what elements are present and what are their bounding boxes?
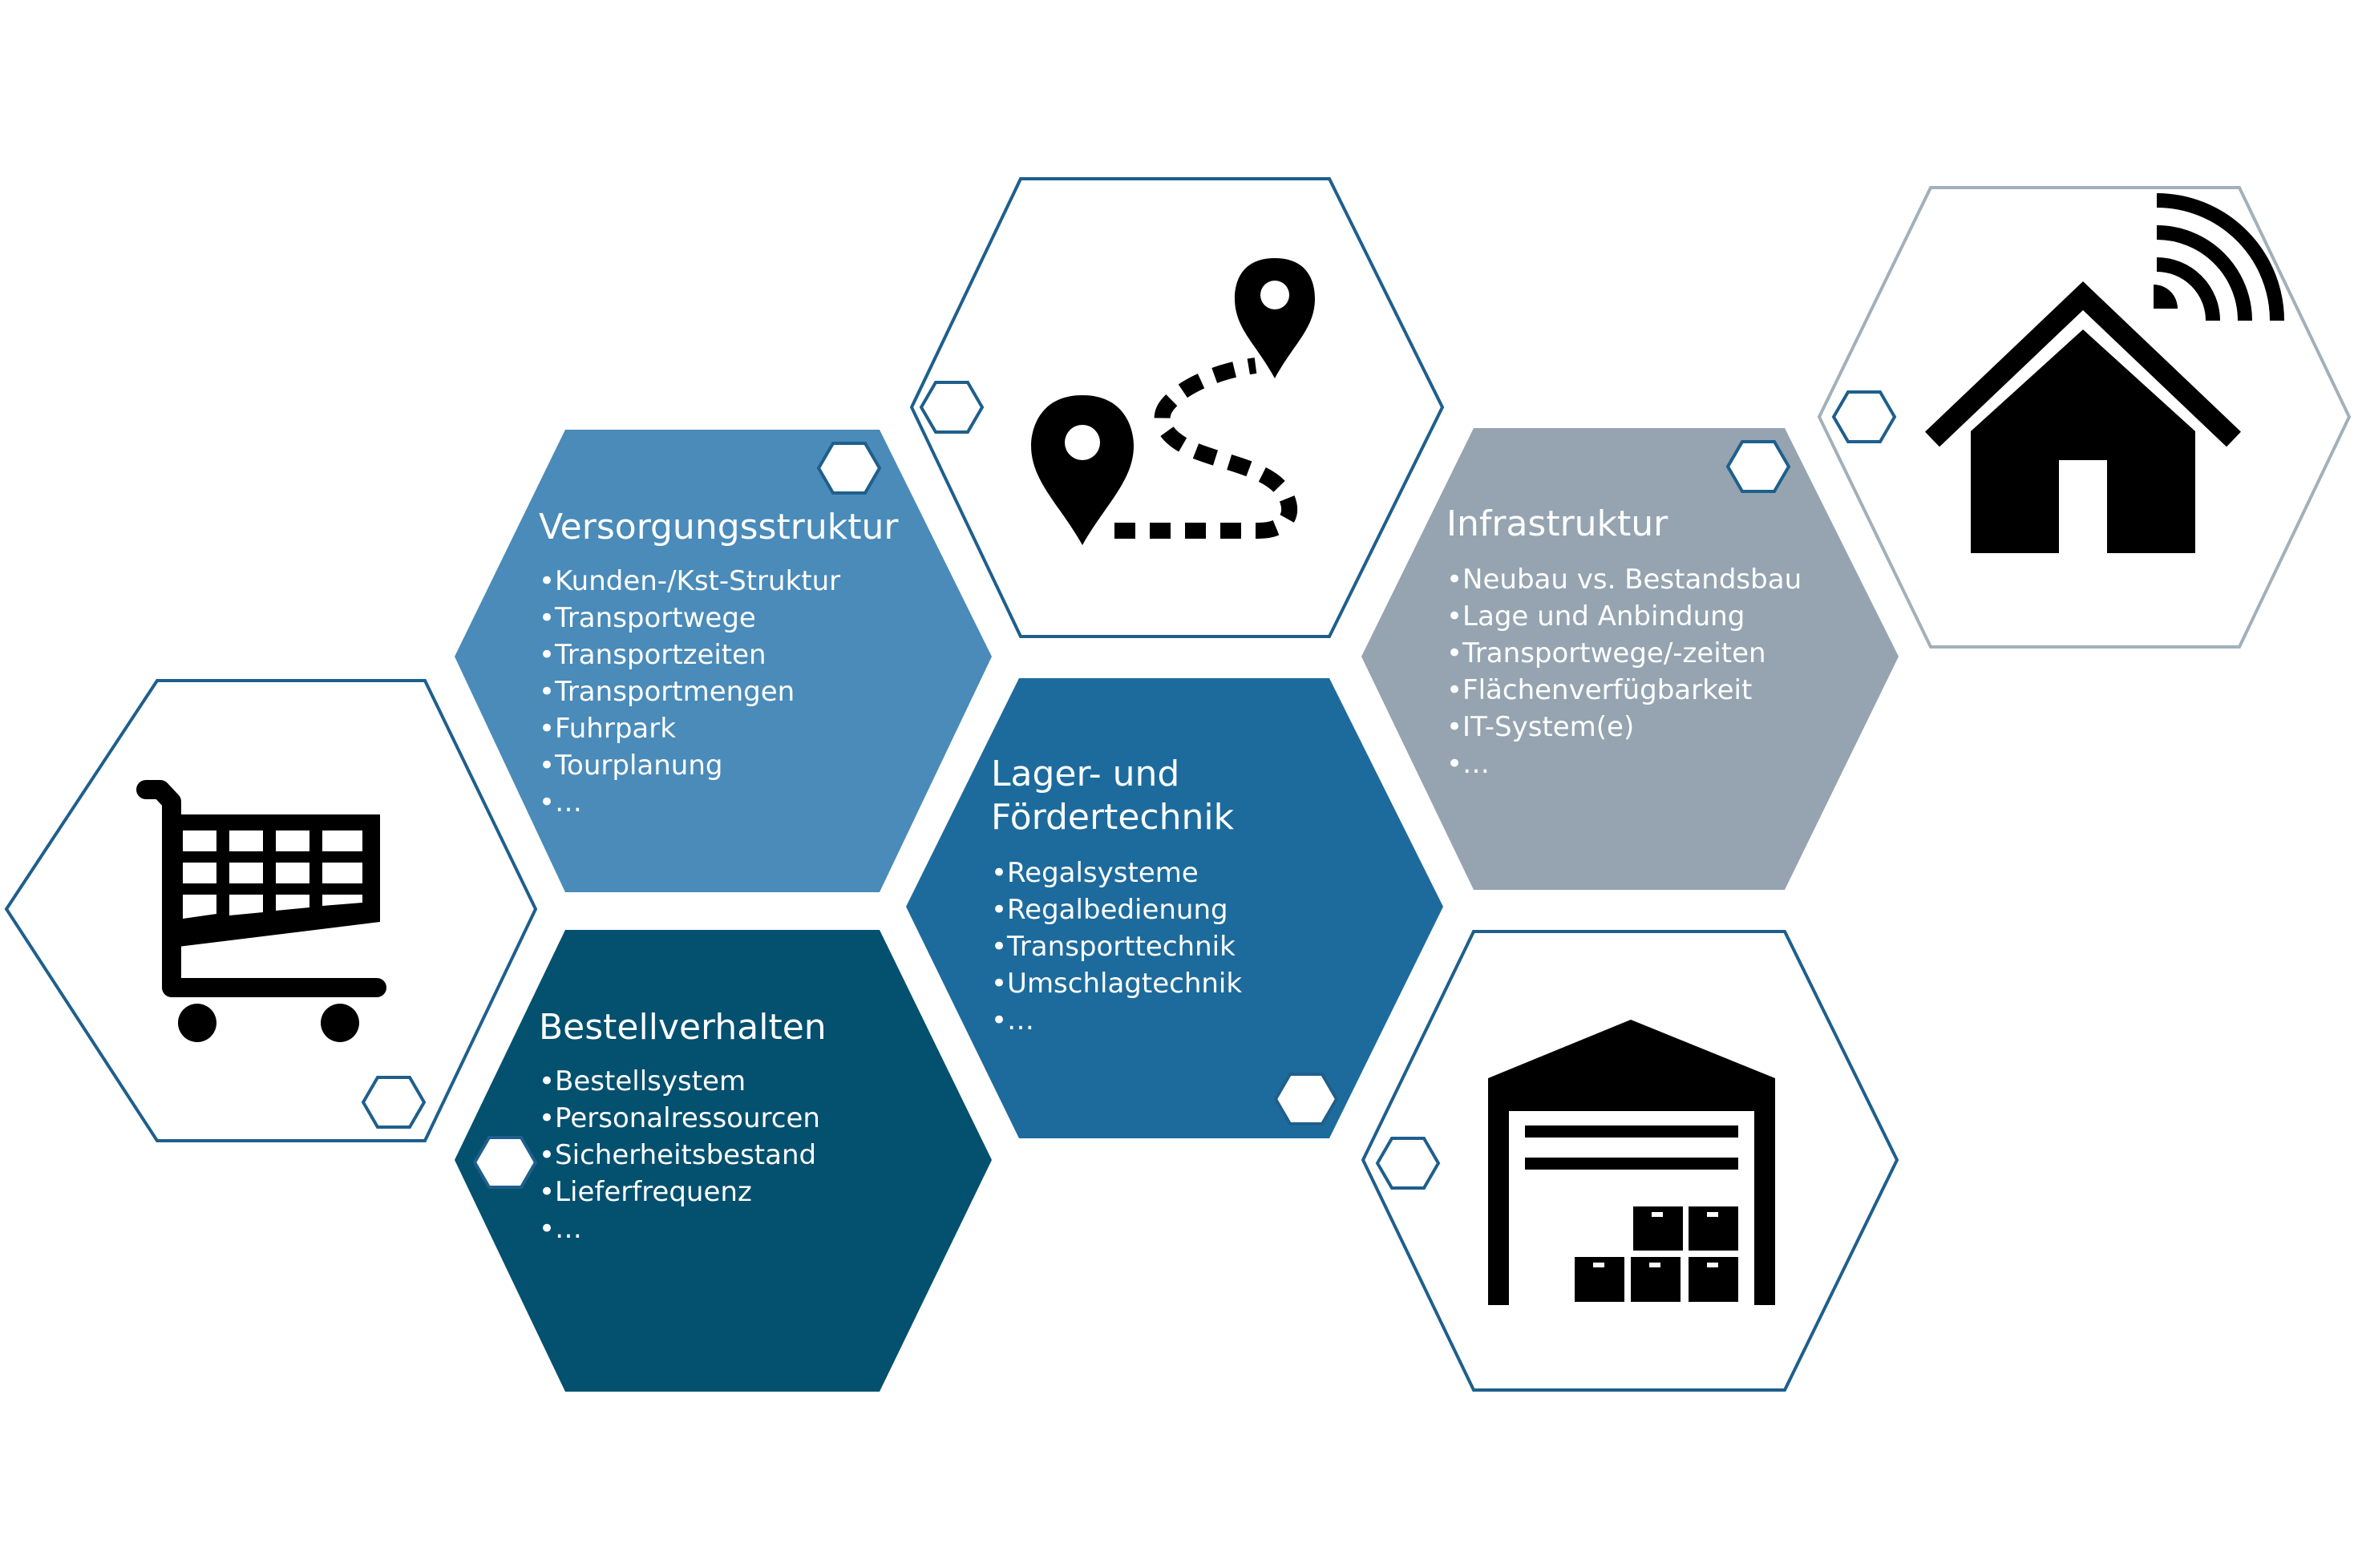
list-item: •Lage und Anbindung (1446, 600, 1745, 632)
list-item: •Kunden-/Kst-Struktur (539, 565, 840, 597)
small-hexagon-icon (472, 1136, 538, 1189)
shopping-cart-icon (136, 780, 386, 1042)
small-hexagon-icon (1375, 1137, 1441, 1190)
hexagon-title: Fördertechnik (991, 797, 1235, 838)
list-item: •Neubau vs. Bestandsbau (1446, 564, 1802, 596)
list-item: •Tourplanung (539, 750, 722, 782)
route-map-icon (1031, 258, 1315, 545)
list-item: •IT-System(e) (1446, 711, 1634, 743)
list-item: •… (539, 1213, 582, 1245)
hexagon-bestellverhalten (455, 930, 992, 1392)
list-item: •Personalressourcen (539, 1102, 820, 1134)
list-item: •Transportmengen (539, 676, 795, 708)
list-item: •Transporttechnik (991, 931, 1236, 963)
list-item: •… (991, 1004, 1034, 1037)
hexagon-title: Bestellverhalten (539, 1007, 827, 1048)
list-item: •Transportwege (539, 602, 756, 634)
small-hexagon-icon (816, 442, 882, 495)
list-item: •Fuhrpark (539, 713, 676, 745)
list-item: •Transportzeiten (539, 639, 766, 671)
hexagon-title: Versorgungsstruktur (539, 507, 899, 548)
hexagon-versorgungsstruktur (455, 430, 992, 892)
lager-foerdertechnik-block: Lager- und Fördertechnik •Regalsysteme •… (991, 754, 1242, 1037)
small-hexagon-icon (361, 1076, 427, 1129)
infrastruktur-block: Infrastruktur •Neubau vs. Bestandsbau •L… (1446, 503, 1802, 780)
hexagon-infrastruktur (1361, 428, 1899, 890)
list-item: •Umschlagtechnik (991, 968, 1242, 1000)
list-item: •… (539, 786, 582, 818)
hexagon-lager-foerdertechnik (906, 678, 1443, 1138)
small-hexagon-icon (919, 381, 985, 434)
list-item: •… (1446, 748, 1490, 780)
small-hexagon-icon (1831, 390, 1897, 443)
list-item: •Regalbedienung (991, 894, 1228, 926)
hexagon-title: Infrastruktur (1446, 503, 1668, 544)
list-item: •Transportwege/-zeiten (1446, 637, 1766, 669)
outline-hexagon-route (909, 177, 1445, 638)
hexagon-title: Lager- und (991, 754, 1179, 794)
small-hexagon-icon (1273, 1073, 1339, 1125)
smart-home-icon (1925, 193, 2284, 553)
list-item: •Lieferfrequenz (539, 1176, 752, 1208)
list-item: •Bestellsystem (539, 1065, 746, 1097)
warehouse-icon (1488, 1020, 1775, 1305)
small-hexagon-icon (1725, 440, 1791, 493)
list-item: •Regalsysteme (991, 857, 1199, 889)
list-item: •Flächenverfügbarkeit (1446, 674, 1752, 706)
bestellverhalten-block: Bestellverhalten •Bestellsystem •Persona… (539, 1007, 827, 1245)
versorgungsstruktur-block: Versorgungsstruktur •Kunden-/Kst-Struktu… (539, 507, 899, 818)
list-item: •Sicherheitsbestand (539, 1139, 816, 1171)
